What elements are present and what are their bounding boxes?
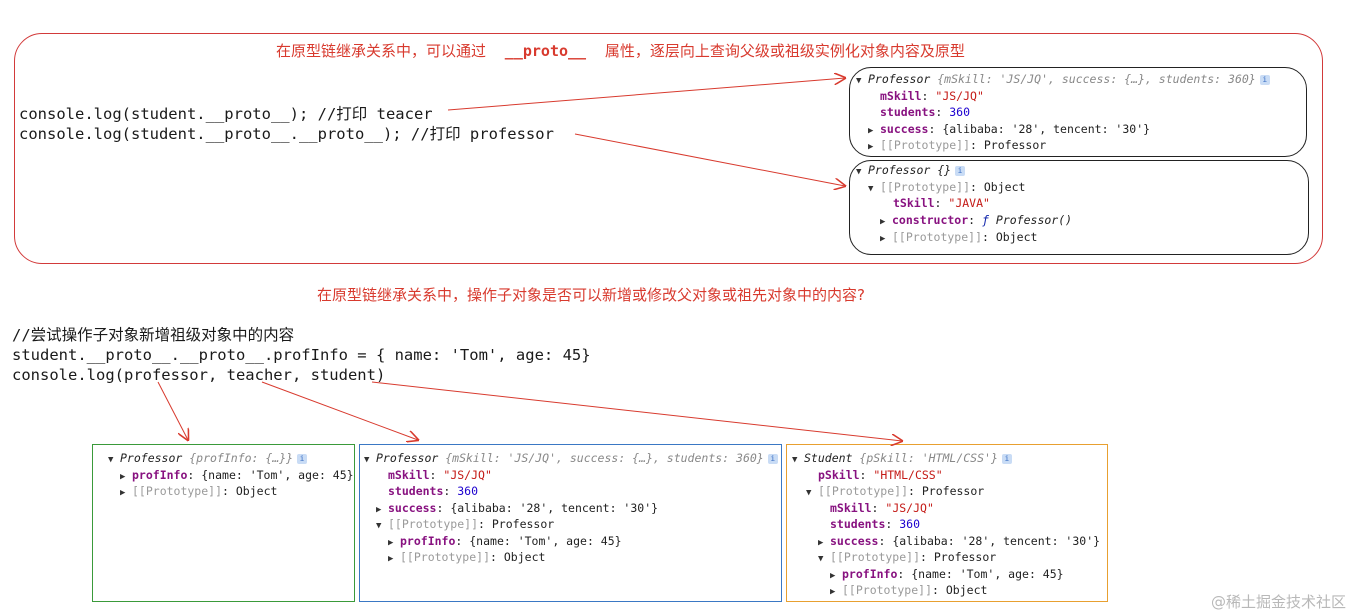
info-icon: i [767, 454, 778, 464]
expanded-triangle-icon[interactable]: ▼ [376, 521, 382, 531]
collapsed-triangle-icon[interactable]: ▶ [868, 142, 874, 152]
top-annotation-prefix: 在原型链继承关系中，可以通过 [276, 42, 487, 60]
orange-row[interactable]: ▼[[Prototype]]: Professor [818, 549, 996, 567]
orange-row: mSkill: "JS/JQ" [830, 501, 934, 515]
object-preview: {} [930, 163, 952, 177]
expanded-triangle-icon[interactable]: ▼ [792, 455, 798, 465]
top-annotation-code: __proto__ [504, 42, 587, 60]
orange-row[interactable]: ▼[[Prototype]]: Professor [806, 483, 984, 501]
blue-row: mSkill: "JS/JQ" [388, 468, 492, 482]
console2-row[interactable]: ▶constructor: ƒ Professor() [880, 212, 1072, 230]
expanded-triangle-icon[interactable]: ▼ [818, 554, 824, 564]
console2-row[interactable]: ▶[[Prototype]]: Object [880, 229, 1037, 247]
teacher-output-panel [359, 444, 782, 602]
expanded-triangle-icon[interactable]: ▼ [868, 184, 874, 194]
object-class-name: Professor [868, 72, 931, 86]
expanded-triangle-icon[interactable]: ▼ [806, 488, 812, 498]
bottom-code-comment: //尝试操作子对象新增祖级对象中的内容 [12, 326, 295, 344]
collapsed-triangle-icon[interactable]: ▶ [818, 538, 824, 548]
console1-row[interactable]: ▶[[Prototype]]: Professor [868, 137, 1046, 155]
bottom-code-log: console.log(professor, teacher, student) [12, 366, 386, 384]
professor-output-panel [92, 444, 355, 602]
green-header[interactable]: ▼Professor {profInfo: {…}}i [108, 450, 308, 468]
object-class-name: Professor [868, 163, 931, 177]
blue-header[interactable]: ▼Professor {mSkill: 'JS/JQ', success: {…… [364, 450, 778, 468]
console-output-teacher [849, 67, 1307, 157]
expanded-triangle-icon[interactable]: ▼ [108, 455, 114, 465]
top-annotation-suffix: 属性，逐层向上查询父级或祖级实例化对象内容及原型 [604, 42, 965, 60]
top-annotation: 在原型链继承关系中，可以通过 __proto__ 属性，逐层向上查询父级或祖级实… [276, 40, 965, 61]
orange-row: pSkill: "HTML/CSS" [818, 468, 943, 482]
expanded-triangle-icon[interactable]: ▼ [364, 455, 370, 465]
expanded-triangle-icon[interactable]: ▼ [856, 76, 862, 86]
info-icon: i [1259, 75, 1270, 85]
arrow-professor-to-green [157, 381, 188, 440]
collapsed-triangle-icon[interactable]: ▶ [388, 538, 394, 548]
orange-row[interactable]: ▶[[Prototype]]: Object [830, 582, 987, 600]
arrow-teacer-to-console1 [447, 78, 845, 111]
collapsed-triangle-icon[interactable]: ▶ [120, 472, 126, 482]
green-row[interactable]: ▶profInfo: {name: 'Tom', age: 45} [120, 467, 354, 485]
blue-row[interactable]: ▼[[Prototype]]: Professor [376, 516, 554, 534]
arrow-professor-to-console2 [574, 133, 845, 186]
watermark: @稀土掘金技术社区 [1210, 593, 1346, 611]
blue-row[interactable]: ▶[[Prototype]]: Object [388, 549, 545, 567]
collapsed-triangle-icon[interactable]: ▶ [880, 217, 886, 227]
console1-row: mSkill: "JS/JQ" [880, 89, 984, 103]
orange-row: students: 360 [830, 517, 921, 531]
collapsed-triangle-icon[interactable]: ▶ [376, 505, 382, 515]
console1-row[interactable]: ▶success: {alibaba: '28', tencent: '30'} [868, 121, 1150, 139]
collapsed-triangle-icon[interactable]: ▶ [388, 554, 394, 564]
top-code-line-1: console.log(student.__proto__); //打印 tea… [19, 105, 433, 123]
collapsed-triangle-icon[interactable]: ▶ [120, 488, 126, 498]
console2-row[interactable]: ▼[[Prototype]]: Object [868, 179, 1025, 197]
blue-row: students: 360 [388, 484, 479, 498]
green-row[interactable]: ▶[[Prototype]]: Object [120, 483, 277, 501]
top-region-frame [14, 33, 1323, 264]
console2-header[interactable]: ▼ Professor {}i [856, 162, 966, 180]
blue-row[interactable]: ▶success: {alibaba: '28', tencent: '30'} [376, 500, 658, 518]
info-icon: i [955, 166, 966, 176]
collapsed-triangle-icon[interactable]: ▶ [868, 126, 874, 136]
orange-header[interactable]: ▼Student {pSkill: 'HTML/CSS'}i [792, 450, 1012, 468]
collapsed-triangle-icon[interactable]: ▶ [830, 571, 836, 581]
orange-row[interactable]: ▶success: {alibaba: '28', tencent: '30'} [818, 533, 1100, 551]
blue-row[interactable]: ▶profInfo: {name: 'Tom', age: 45} [388, 533, 622, 551]
arrow-teacher-to-blue [261, 381, 418, 440]
info-icon: i [297, 454, 308, 464]
arrow-student-to-orange [371, 381, 902, 441]
console-output-professor [849, 160, 1309, 255]
console1-header[interactable]: ▼ Professor {mSkill: 'JS/JQ', success: {…… [856, 71, 1270, 89]
console2-row: tSkill: "JAVA" [893, 196, 990, 210]
student-output-panel [786, 444, 1108, 602]
collapsed-triangle-icon[interactable]: ▶ [880, 234, 886, 244]
object-preview: {mSkill: 'JS/JQ', success: {…}, students… [930, 72, 1256, 86]
top-code-line-2: console.log(student.__proto__.__proto__)… [19, 125, 554, 143]
collapsed-triangle-icon[interactable]: ▶ [830, 587, 836, 597]
orange-row[interactable]: ▶profInfo: {name: 'Tom', age: 45} [830, 566, 1064, 584]
bottom-code-assign: student.__proto__.__proto__.profInfo = {… [12, 346, 591, 364]
middle-annotation: 在原型链继承关系中，操作子对象是否可以新增或修改父对象或祖先对象中的内容? [317, 286, 865, 304]
console1-row: students: 360 [880, 105, 971, 119]
expanded-triangle-icon[interactable]: ▼ [856, 167, 862, 177]
info-icon: i [1001, 454, 1012, 464]
